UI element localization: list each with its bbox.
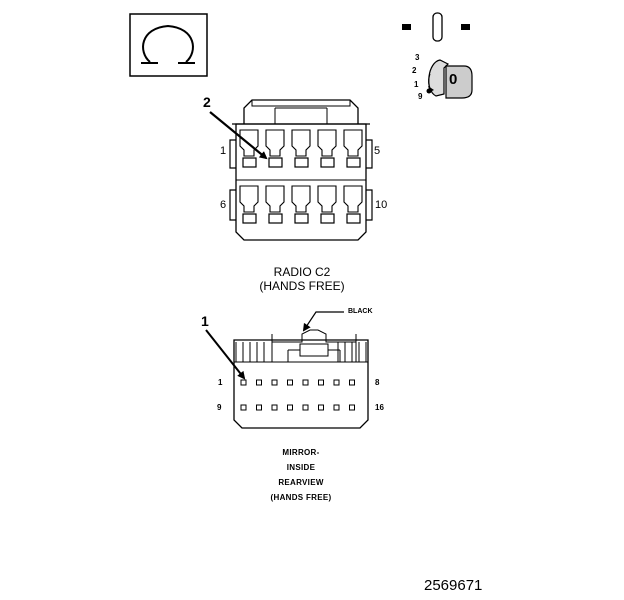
mirror-pin xyxy=(271,379,278,386)
mirror-pin xyxy=(287,404,293,411)
mirror-pin xyxy=(271,404,278,411)
mirror-pin-16-label: 16 xyxy=(375,403,384,412)
radio-c2-title-line2: (HANDS FREE) xyxy=(259,279,345,293)
radio-cavity xyxy=(265,129,285,168)
mirror-pin xyxy=(256,379,262,386)
terminal-slot-icon xyxy=(432,12,443,42)
mirror-color-label: BLACK xyxy=(348,308,373,315)
radio-cavity xyxy=(291,185,311,224)
mirror-callout-number: 1 xyxy=(201,313,209,329)
mirror-pin xyxy=(287,379,293,386)
mirror-title: MIRROR- INSIDE REARVIEW (HANDS FREE) xyxy=(251,449,351,509)
mirror-pin xyxy=(318,404,324,411)
mirror-callout-arrow xyxy=(205,329,246,380)
mirror-title-line2: INSIDE xyxy=(286,463,316,472)
radio-c2-pin-6-label: 6 xyxy=(220,199,227,211)
legend-terminal-letter: 0 xyxy=(449,71,458,88)
radio-c2-connector xyxy=(229,99,373,241)
omega-icon xyxy=(141,24,195,64)
terminal-dash-left-icon xyxy=(402,24,411,30)
mirror-pin xyxy=(349,404,355,411)
mirror-top-row-pins xyxy=(240,379,355,386)
legend-pin-9-label: 9 xyxy=(418,92,423,101)
radio-c2-callout-number: 2 xyxy=(203,94,211,110)
mirror-pin xyxy=(302,404,309,411)
radio-cavity xyxy=(317,129,337,168)
radio-c2-pin-1-label: 1 xyxy=(220,145,227,157)
omega-symbol-box xyxy=(129,13,208,77)
mirror-pin-9-label: 9 xyxy=(217,403,222,412)
mirror-pin xyxy=(318,379,324,386)
mirror-pin xyxy=(240,379,247,386)
legend-pin-3-label: 3 xyxy=(415,53,420,62)
mirror-title-line4: (HANDS FREE) xyxy=(270,493,332,502)
radio-cavity xyxy=(343,129,363,168)
mirror-pin xyxy=(256,404,262,411)
mirror-pin-1-label: 1 xyxy=(218,378,223,387)
radio-cavity xyxy=(265,185,285,224)
mirror-pin xyxy=(240,404,247,411)
mirror-title-line3: REARVIEW xyxy=(278,478,324,487)
radio-cavity xyxy=(317,185,337,224)
mirror-connector xyxy=(233,329,369,429)
terminal-legend xyxy=(402,12,473,99)
radio-c2-callout-arrow xyxy=(209,111,268,160)
radio-c2-top-row-cavities xyxy=(239,129,363,168)
radio-c2-bottom-row-cavities xyxy=(239,185,363,224)
radio-cavity xyxy=(291,129,311,168)
black-color-leader-arrow xyxy=(302,311,344,332)
mirror-pin xyxy=(333,379,340,386)
radio-cavity xyxy=(239,129,259,168)
figure-number: 2569671 xyxy=(424,577,483,594)
legend-pin-1-label: 1 xyxy=(414,80,419,89)
mirror-pin-8-label: 8 xyxy=(375,378,380,387)
mirror-bottom-row-pins xyxy=(240,404,355,411)
legend-pin-2-label: 2 xyxy=(412,66,417,75)
mirror-pin xyxy=(302,379,309,386)
mirror-pin xyxy=(349,379,355,386)
radio-cavity xyxy=(239,185,259,224)
radio-cavity xyxy=(343,185,363,224)
radio-c2-pin-10-label: 10 xyxy=(375,199,388,211)
mirror-title-line1: MIRROR- xyxy=(282,448,320,457)
radio-c2-title: RADIO C2 (HANDS FREE) xyxy=(244,266,360,292)
mirror-pin xyxy=(333,404,340,411)
terminal-dash-right-icon xyxy=(461,24,470,30)
radio-c2-pin-5-label: 5 xyxy=(374,145,381,157)
radio-c2-title-line1: RADIO C2 xyxy=(273,265,331,279)
